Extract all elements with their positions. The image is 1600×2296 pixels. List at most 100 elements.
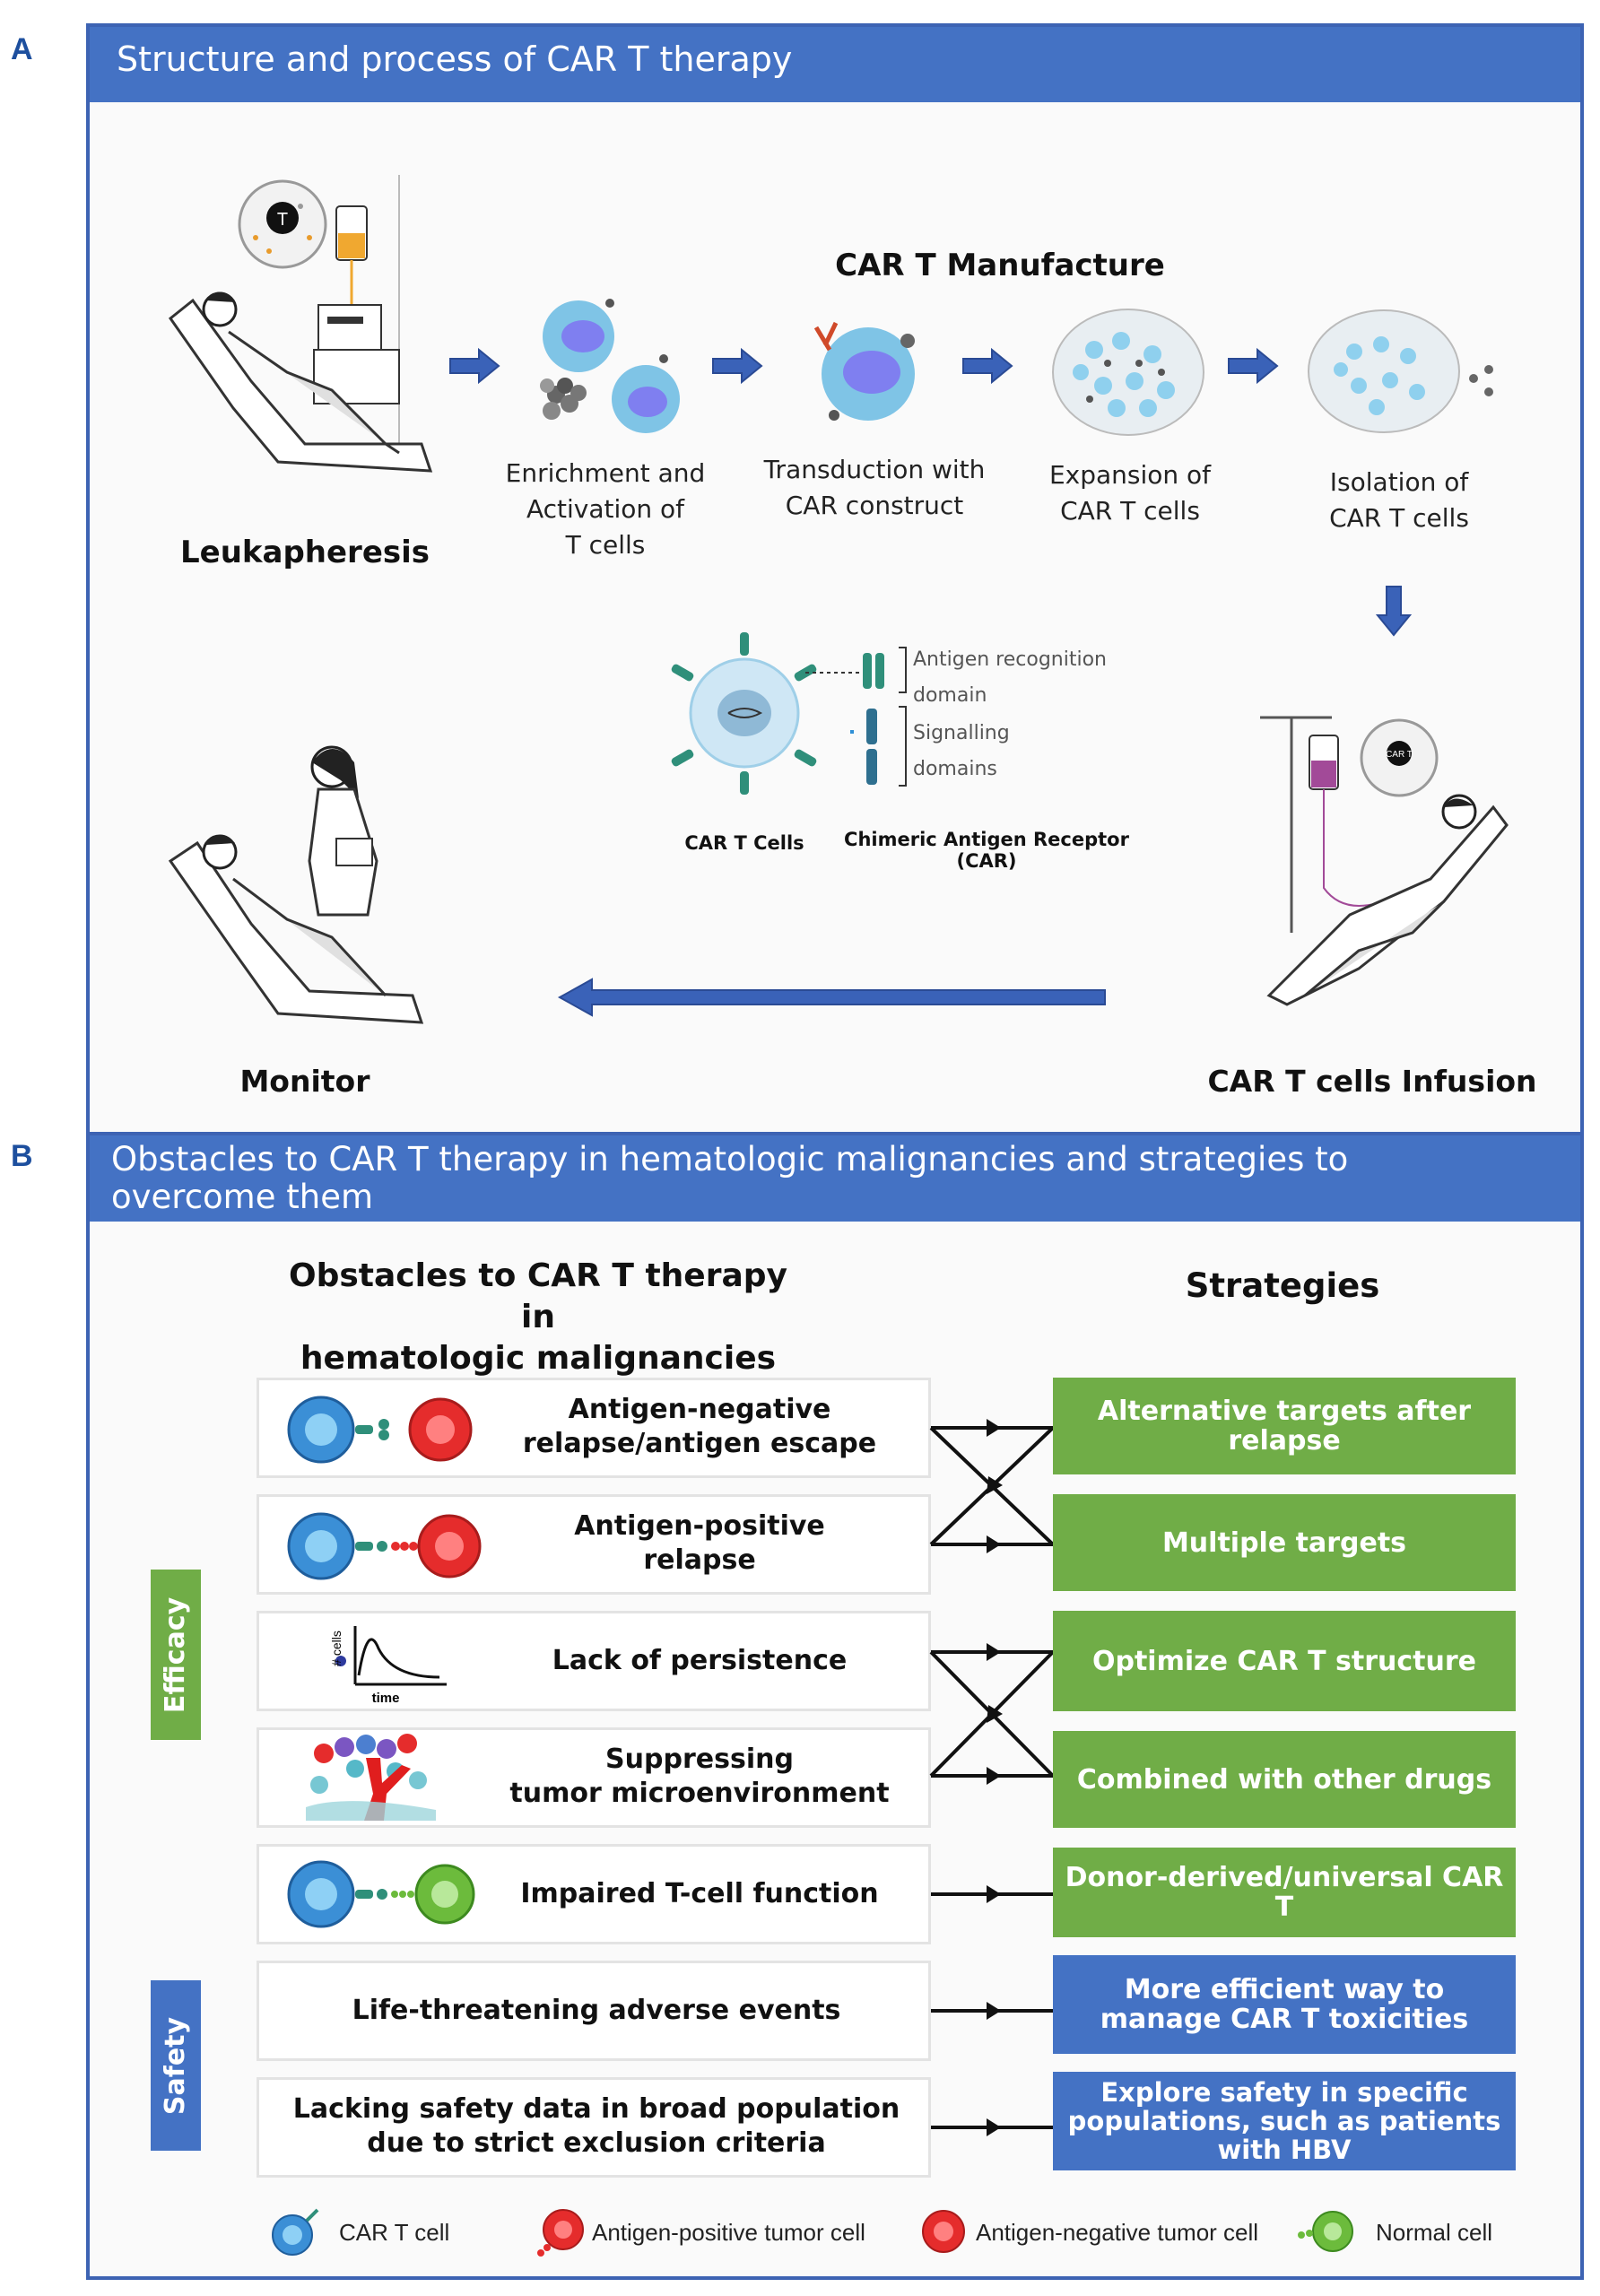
car-t-cell-legend-icon (272, 2208, 319, 2256)
svg-text:T: T (277, 210, 288, 230)
efficacy-tag: Efficacy (151, 1570, 201, 1740)
legend-antigen-positive-tumor-cell: Antigen-positive tumor cell (592, 2219, 865, 2246)
antigen-recognition-label: Antigen recognition domain (913, 642, 1146, 714)
manufacture-heading: CAR T Manufacture (835, 248, 1165, 283)
leukapheresis-illustration: T (168, 175, 433, 473)
transduction-label-line2: CAR construct (785, 491, 964, 520)
monitor-label: Monitor (239, 1064, 370, 1099)
legend-normal-cell: Normal cell (1376, 2219, 1493, 2246)
antigen-negative-tumor-legend-icon (922, 2210, 965, 2253)
strategy-box-1: Alternative targets after relapse (1053, 1378, 1516, 1474)
expansion-dish-illustration (1052, 309, 1204, 436)
return-arrow-icon (557, 978, 1106, 1017)
obstacle-7-line2: due to strict exclusion criteria (367, 2127, 826, 2159)
obstacle-2-line1: Antigen-positive (574, 1510, 825, 1542)
obstacle-text-3: Lack of persistence (502, 1644, 897, 1678)
persistence-plot-icon: # cells time (329, 1626, 447, 1706)
isolation-label-line2: CAR T cells (1329, 503, 1469, 533)
obstacle-text-1: Antigen-negative relapse/antigen escape (502, 1393, 897, 1461)
infusion-label: CAR T cells Infusion (1207, 1064, 1537, 1099)
strategy-6-line1: More efficient way to (1124, 1974, 1445, 2005)
cells-dot-icon (335, 1656, 346, 1666)
transduction-label-line1: Transduction with (763, 455, 986, 484)
obstacle-text-6: Life-threatening adverse events (269, 1994, 924, 2028)
isolation-label-line1: Isolation of (1329, 467, 1469, 497)
strategy-3-line1: Optimize CAR T structure (1091, 1645, 1477, 1677)
obstacle-row (257, 1378, 931, 1478)
panel-b-banner: Obstacles to CAR T therapy in hematologi… (90, 1135, 1580, 1222)
strategy-box-5: Donor-derived/universal CAR T (1053, 1848, 1516, 1937)
car-t-cells-caption: CAR T Cells (684, 832, 804, 854)
tumor-microenvironment-icon (306, 1734, 436, 1821)
enrichment-label-line3: T cells (565, 530, 646, 560)
obstacle-strategy-connectors (929, 1419, 1055, 2136)
strategies-heading: Strategies (1185, 1266, 1380, 1305)
monitor-illustration (168, 745, 424, 1024)
svg-text:CAR T: CAR T (1386, 750, 1413, 760)
t-cell-badge-icon (266, 202, 299, 234)
obstacle-row (257, 2077, 931, 2178)
strategy-2-line1: Multiple targets (1161, 1526, 1407, 1559)
obstacles-heading: Obstacles to CAR T therapy in hematologi… (269, 1256, 807, 1379)
transduction-label: Transduction with CAR construct (744, 452, 1004, 524)
expansion-label-line1: Expansion of (1048, 460, 1212, 490)
enrichment-label-line2: Activation of (526, 494, 685, 524)
obstacle-5-line1: Impaired T-cell function (520, 1878, 879, 1909)
signalling-domains-label: Signalling domains (913, 716, 1092, 787)
signalling-line1: Signalling (913, 722, 1010, 744)
legend-car-t-cell: CAR T cell (339, 2219, 450, 2246)
obstacle-4-line2: tumor microenvironment (509, 1778, 890, 1809)
antigen-positive-tumor-legend-icon (537, 2209, 584, 2257)
strategy-5-line1: Donor-derived/universal CAR T (1065, 1862, 1504, 1923)
efficacy-tag-label: Efficacy (160, 1596, 192, 1713)
car-structure-diagram (671, 632, 907, 795)
strategy-7-line2: populations, such as patients (1067, 2106, 1501, 2136)
panel-a-banner: Structure and process of CAR T therapy (90, 27, 1580, 102)
obstacle-1-line1: Antigen-negative (568, 1394, 831, 1425)
enrichment-cells-illustration (540, 299, 680, 433)
strategy-7-line1: Explore safety in specific (1100, 2077, 1468, 2108)
obstacle-text-7: Lacking safety data in broad population … (269, 2092, 924, 2161)
signalling-line2: domains (913, 758, 997, 780)
legend-antigen-negative-tumor-cell: Antigen-negative tumor cell (976, 2219, 1259, 2246)
normal-cell-legend-icon (1298, 2211, 1353, 2252)
obstacles-heading-line1: Obstacles to CAR T therapy in (289, 1257, 787, 1335)
obstacle-text-5: Impaired T-cell function (502, 1877, 897, 1911)
obstacle-3-line1: Lack of persistence (552, 1645, 848, 1676)
obstacles-heading-line2: hematologic malignancies (300, 1340, 777, 1377)
safety-tag: Safety (151, 1980, 201, 2151)
antigen-recognition-line1: Antigen recognition (913, 648, 1107, 671)
enrichment-label-line1: Enrichment and (505, 458, 706, 488)
expansion-label: Expansion of CAR T cells (1013, 457, 1247, 529)
car-t-badge-icon (1387, 741, 1412, 766)
obstacle-2-line2: relapse (643, 1544, 756, 1576)
strategy-box-2: Multiple targets (1053, 1494, 1516, 1591)
panel-b-letter: B (11, 1139, 33, 1173)
enrichment-label: Enrichment and Activation of T cells (484, 456, 726, 563)
panel-a-title: Structure and process of CAR T therapy (117, 39, 793, 79)
impaired-t-cell-icon (287, 1860, 475, 1928)
isolation-dish-illustration (1308, 309, 1493, 433)
obstacle-text-4: Suppressing tumor microenvironment (502, 1743, 897, 1811)
panel-b-title-line1: Obstacles to CAR T therapy in hematologi… (111, 1140, 1349, 1178)
leukapheresis-label: Leukapheresis (179, 535, 430, 570)
strategy-7-line3: with HBV (1217, 2135, 1352, 2165)
step-arrow-1 (449, 347, 500, 385)
obstacle-7-line1: Lacking safety data in broad population (292, 2093, 900, 2125)
obstacle-row (257, 1611, 931, 1711)
panel-b-title-line2: overcome them (111, 1178, 374, 1216)
strategy-6-line2: manage CAR T toxicities (1100, 2004, 1469, 2035)
step-arrow-3 (962, 347, 1013, 385)
strategy-4-line1: Combined with other drugs (1076, 1763, 1492, 1796)
strategy-box-3: Optimize CAR T structure (1053, 1611, 1516, 1711)
step-arrow-4 (1228, 347, 1279, 385)
antigen-recognition-line2: domain (913, 684, 987, 707)
obstacle-text-2: Antigen-positive relapse (502, 1509, 897, 1578)
obstacle-6-line1: Life-threatening adverse events (352, 1995, 841, 2026)
antigen-negative-icon (287, 1396, 473, 1464)
obstacle-row (257, 1961, 931, 2061)
antigen-positive-icon (287, 1512, 482, 1580)
obstacle-1-line2: relapse/antigen escape (522, 1428, 877, 1459)
